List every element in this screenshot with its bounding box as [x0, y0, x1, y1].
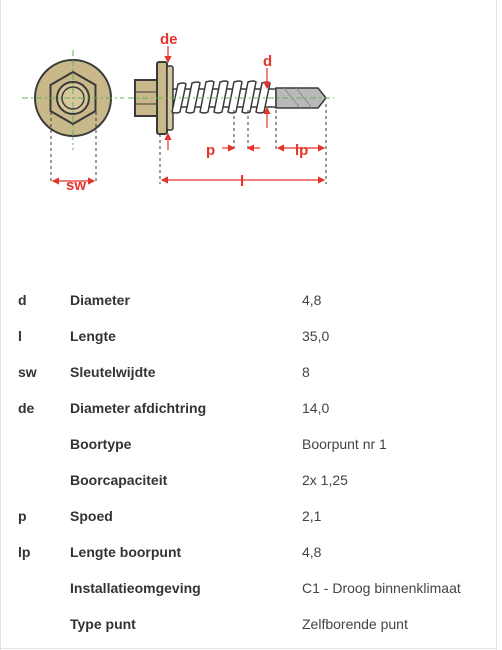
spec-name: Type punt	[70, 616, 136, 632]
spec-value: C1 - Droog binnenklimaat	[302, 580, 461, 596]
spec-value: 2,1	[302, 508, 322, 524]
spec-symbol	[0, 606, 70, 642]
sw-label: sw	[66, 177, 86, 194]
de-label: de	[160, 31, 178, 48]
spec-row: sw Sleutelwijdte 8	[0, 354, 502, 390]
screw-side-view	[128, 46, 334, 184]
spec-value: 14,0	[302, 400, 330, 416]
l-label: l	[240, 173, 244, 190]
spec-symbol: d	[18, 292, 27, 308]
spec-value: 2x 1,25	[302, 472, 348, 488]
spec-name: Boorcapaciteit	[70, 472, 168, 488]
spec-name: Boortype	[70, 436, 132, 452]
p-label: p	[206, 142, 215, 159]
spec-name: Diameter	[70, 292, 130, 308]
spec-symbol: de	[18, 400, 35, 416]
frame-bottom-border	[0, 648, 497, 649]
spec-name: Sleutelwijdte	[70, 364, 156, 380]
spec-name: Lengte	[70, 328, 116, 344]
lp-label: lp	[295, 142, 308, 159]
spec-symbol: lp	[18, 544, 31, 560]
spec-row: lp Lengte boorpunt 4,8	[0, 534, 502, 570]
spec-row: Boortype Boorpunt nr 1	[0, 426, 502, 462]
spec-value: 8	[302, 364, 310, 380]
spec-symbol	[0, 570, 70, 606]
spec-value: Zelfborende punt	[302, 616, 408, 632]
spec-row: Installatieomgeving C1 - Droog binnenkli…	[0, 570, 502, 606]
specifications-table: d Diameter 4,8 l Lengte 35,0 sw Sleutelw…	[0, 282, 502, 642]
spec-row: de Diameter afdichtring 14,0	[0, 390, 502, 426]
spec-name: Spoed	[70, 508, 113, 524]
spec-value: Boorpunt nr 1	[302, 436, 387, 452]
spec-row: l Lengte 35,0	[0, 318, 502, 354]
spec-symbol: l	[18, 328, 22, 344]
spec-row: p Spoed 2,1	[0, 498, 502, 534]
spec-row: Type punt Zelfborende punt	[0, 606, 502, 642]
spec-symbol: sw	[18, 364, 37, 380]
frame-right-border	[496, 0, 497, 650]
spec-row: d Diameter 4,8	[0, 282, 502, 318]
spec-value: 4,8	[302, 292, 322, 308]
head-top-view	[22, 50, 124, 185]
frame-left-border	[0, 0, 1, 650]
spec-row: Boorcapaciteit 2x 1,25	[0, 462, 502, 498]
spec-value: 4,8	[302, 544, 322, 560]
screw-technical-drawing: sw	[22, 31, 334, 194]
spec-symbol: p	[18, 508, 27, 524]
spec-name: Diameter afdichtring	[70, 400, 207, 416]
spec-value: 35,0	[302, 328, 330, 344]
spec-symbol	[0, 462, 70, 498]
d-label: d	[263, 53, 272, 70]
spec-name: Lengte boorpunt	[70, 544, 182, 560]
spec-name: Installatieomgeving	[70, 580, 201, 596]
spec-symbol	[0, 426, 70, 462]
